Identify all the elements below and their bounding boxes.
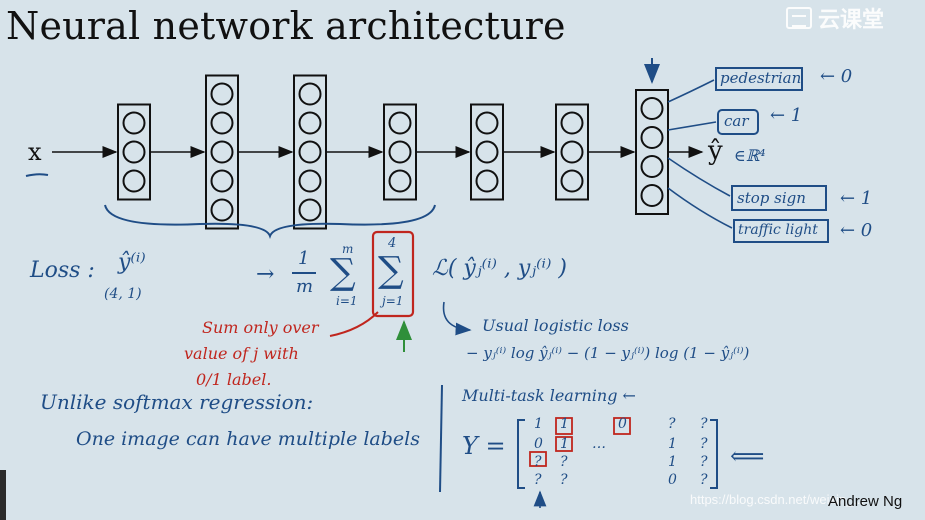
neuron-unit (298, 140, 322, 164)
output-space: ∈ℝ⁴ (734, 146, 766, 165)
neuron-unit (640, 97, 664, 120)
frac-num: 1 (298, 248, 310, 269)
sum-outer-bottom: i=1 (336, 294, 358, 308)
output-label-car: car (724, 112, 749, 130)
matrix-cell: 1 (668, 436, 677, 452)
softmax-note-line2: One image can have multiple labels (76, 428, 420, 450)
neuron-unit (640, 155, 664, 178)
frac-den: m (296, 276, 314, 297)
loss-term: ℒ( ŷⱼ⁽ⁱ⁾ , yⱼ⁽ⁱ⁾ ) (432, 256, 567, 281)
output-label: ŷ (708, 136, 723, 166)
label-box-car (717, 109, 759, 135)
neuron-unit (298, 198, 322, 222)
matrix-cell: 1 (668, 454, 677, 470)
matrix-cell: ? (700, 472, 708, 488)
neuron-unit (122, 169, 146, 193)
matrix-cell: 1 (534, 416, 543, 432)
label-box-traffic (733, 219, 829, 243)
neuron-unit (210, 140, 234, 164)
sum-outer-top: m (342, 242, 354, 256)
player-edge (0, 470, 6, 520)
neuron-unit (298, 169, 322, 193)
author-credit: Andrew Ng (828, 493, 903, 510)
loss-arrow: → (256, 262, 275, 287)
output-label-stop: stop sign (737, 189, 806, 207)
inner-sum-box (371, 230, 415, 318)
output-value-pedestrian: ← 0 (820, 66, 853, 87)
logistic-formula: − yⱼ⁽ⁱ⁾ log ŷⱼ⁽ⁱ⁾ − (1 − yⱼ⁽ⁱ⁾) log (1 −… (466, 344, 750, 362)
matrix-cell: 1 (560, 416, 569, 432)
matrix-cell: ? (560, 454, 568, 470)
matrix-cell: 1 (560, 436, 569, 452)
divider (439, 384, 443, 493)
output-value-car: ← 1 (770, 105, 803, 126)
red-note-line2: value of j with (184, 344, 299, 363)
output-label-traffic: traffic light (738, 222, 818, 238)
matrix-cell: 0 (668, 472, 677, 488)
logistic-arrow (442, 301, 472, 336)
watermark-text: https://blog.csdn.net/weixin_... (690, 492, 865, 507)
matrix-cell: ? (700, 436, 708, 452)
sum-inner-symbol: ∑ (378, 250, 404, 291)
neuron-unit (298, 82, 322, 106)
red-pointer (329, 311, 379, 337)
matrix-arrow: ⟸ (730, 442, 765, 470)
red-note-line1: Sum only over (202, 318, 319, 337)
neuron-unit (475, 140, 499, 164)
neuron-unit (640, 184, 664, 207)
logo: 云课堂 (786, 2, 884, 34)
neuron-unit (475, 111, 499, 135)
loss-yhat: ŷ⁽ⁱ⁾ (118, 250, 146, 275)
matrix-cell: ? (700, 416, 708, 432)
matrix-left-bracket (517, 419, 525, 489)
neuron-unit (388, 111, 412, 135)
neuron-unit (298, 111, 322, 135)
output-value-stop: ← 1 (840, 188, 873, 209)
matrix-right-bracket (710, 419, 718, 489)
neuron-unit (388, 169, 412, 193)
neuron-unit (388, 140, 412, 164)
neuron-unit (210, 198, 234, 222)
neuron-unit (210, 169, 234, 193)
matrix-cell: ? (534, 454, 542, 470)
logistic-label: Usual logistic loss (482, 316, 629, 335)
neuron-unit (560, 111, 584, 135)
neuron-unit (560, 140, 584, 164)
matrix-cell: 0 (618, 416, 627, 432)
slide-title: Neural network architecture (6, 4, 566, 48)
loss-label: Loss : (30, 258, 95, 283)
red-note-line3: 0/1 label. (196, 370, 272, 389)
neuron-unit (122, 140, 146, 164)
output-value-traffic: ← 0 (840, 220, 873, 241)
softmax-note-line1: Unlike softmax regression: (40, 390, 314, 414)
sum-inner-bottom: j=1 (382, 294, 404, 308)
neuron-unit (475, 169, 499, 193)
label-box-pedestrian (715, 67, 803, 91)
network-diagram (52, 74, 704, 230)
neuron-unit (640, 126, 664, 149)
loss-dims: (4, 1) (104, 286, 142, 302)
matrix-cell: ? (560, 472, 568, 488)
neuron-unit (210, 111, 234, 135)
matrix-cell: ? (668, 416, 676, 432)
matrix-cell: … (592, 436, 606, 452)
layer-brace (104, 204, 436, 239)
neuron-unit (560, 169, 584, 193)
sum-outer-symbol: ∑ (330, 252, 356, 293)
matrix-cell: ? (534, 472, 542, 488)
neuron-unit (122, 111, 146, 135)
neuron-unit (210, 82, 234, 106)
multitask-label: Multi-task learning ← (462, 386, 636, 405)
logo-text: 云课堂 (818, 8, 885, 33)
input-label: x (28, 138, 42, 166)
frac-bar (292, 272, 316, 274)
output-label-pedestrian: pedestrian (720, 69, 802, 87)
matrix-cell: ? (700, 454, 708, 470)
matrix-cell: 0 (534, 436, 543, 452)
slides-icon (786, 7, 812, 29)
sum-inner-top: 4 (388, 236, 397, 251)
matrix-Y-label: Y = (462, 432, 506, 460)
label-box-stop (731, 185, 827, 211)
